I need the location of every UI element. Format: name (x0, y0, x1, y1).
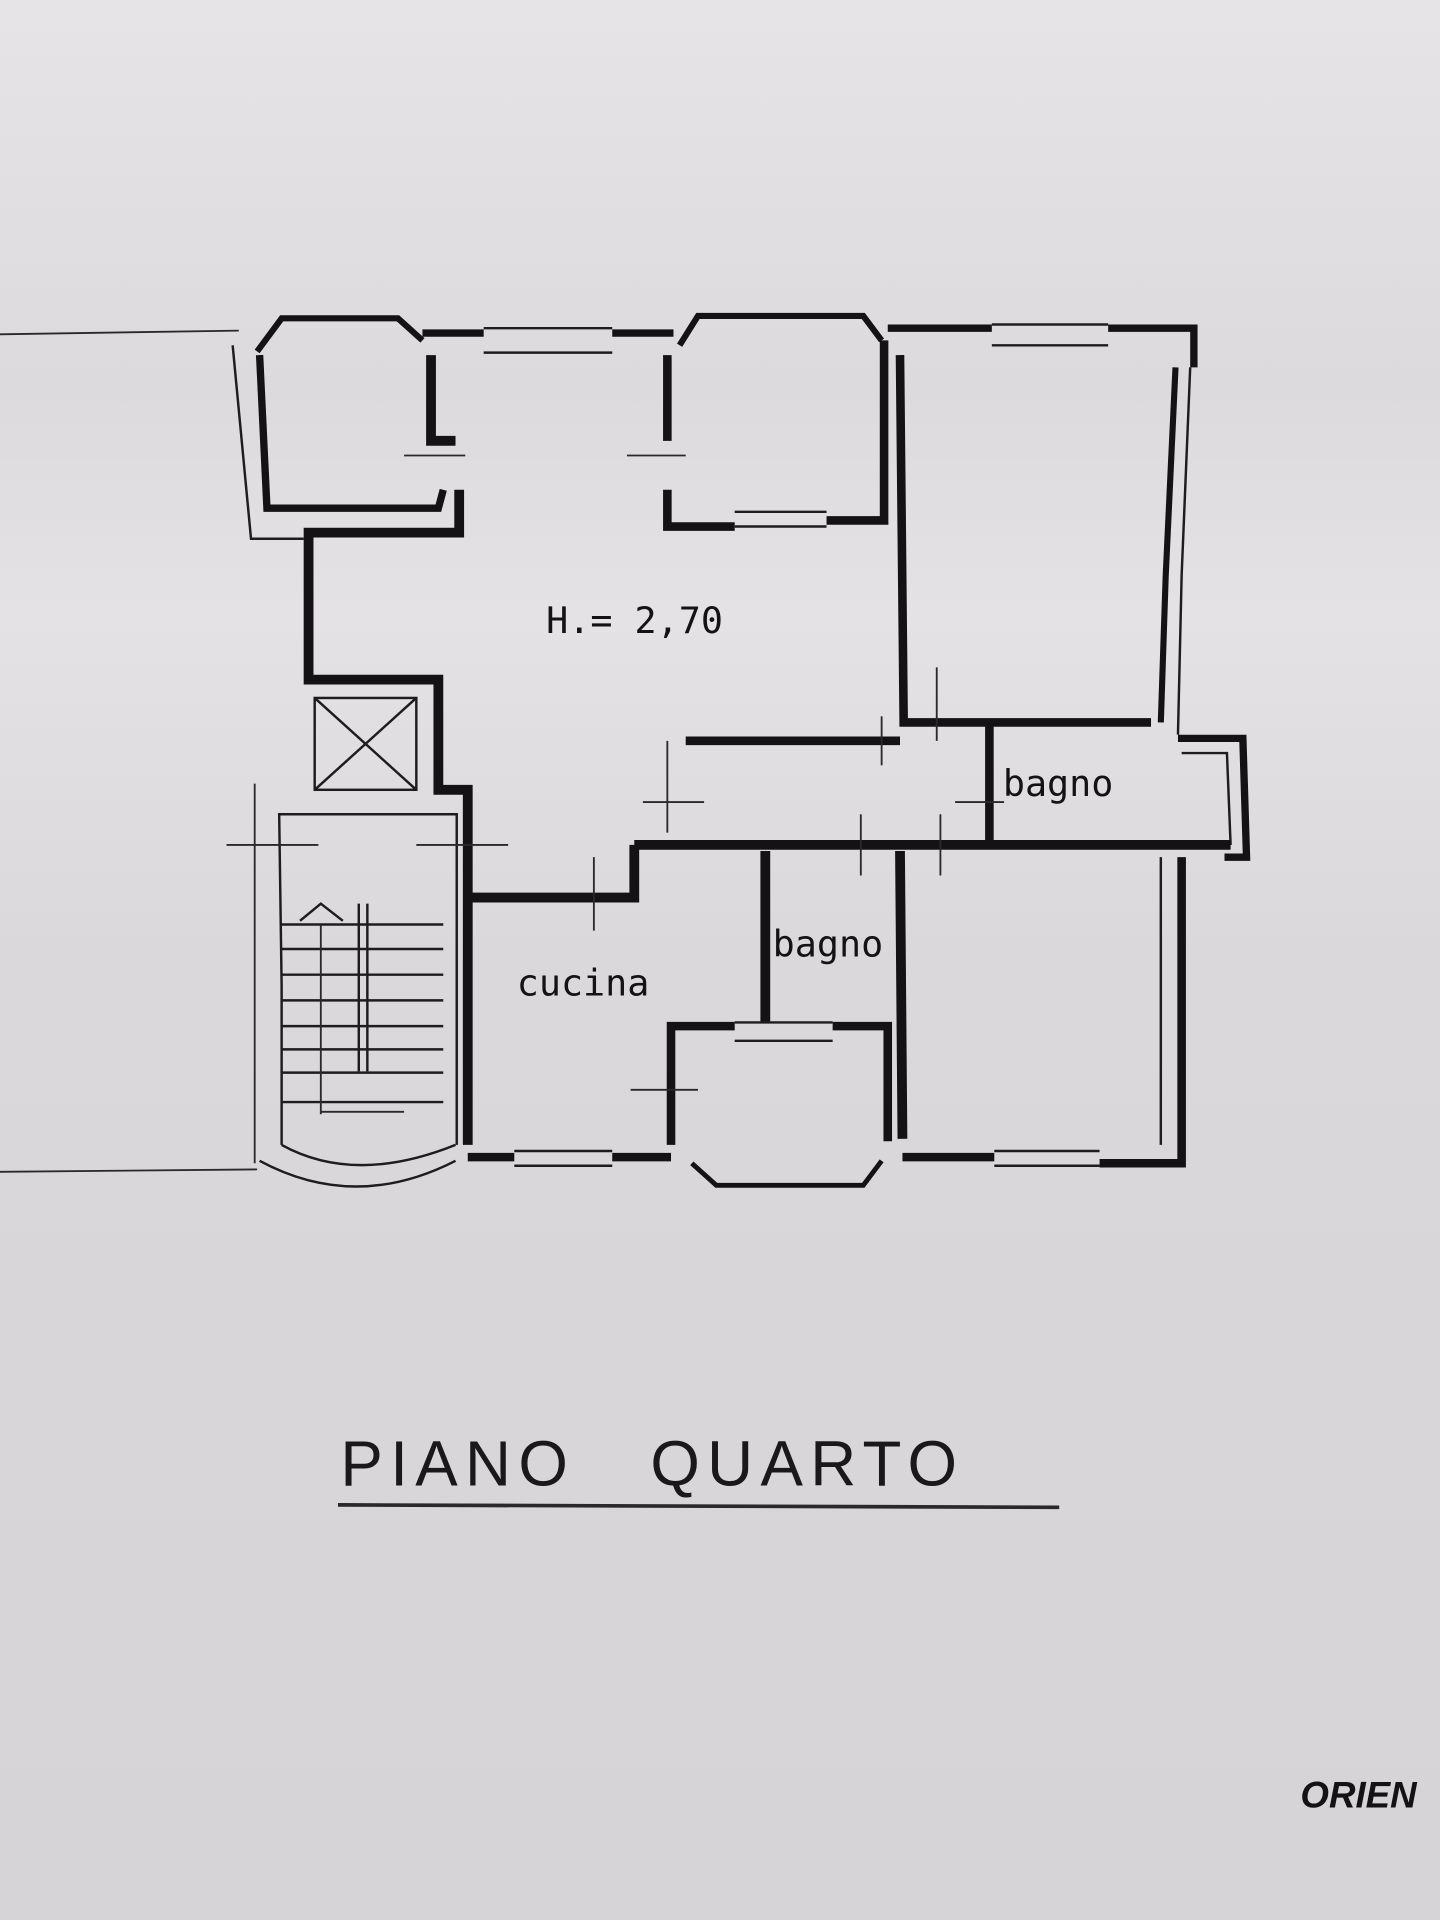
floor-title: PIANO QUARTO (340, 1428, 964, 1499)
stairwell (226, 696, 509, 1188)
orientation-label: ORIEN (1300, 1774, 1418, 1815)
ceiling-height-label: H.= 2,70 (546, 599, 723, 642)
room-label-bagno-right: bagno (1003, 762, 1114, 805)
title-underline (337, 1503, 1060, 1510)
room-labels: H.= 2,70 cucina bagno bagno (517, 599, 1114, 1004)
exterior-walls (231, 312, 1251, 1188)
dimension-ticks (404, 454, 1005, 1091)
drawing-title: PIANO QUARTO (337, 1428, 1060, 1510)
stair-direction-arrow-icon (299, 902, 344, 922)
reference-lines (0, 329, 258, 1173)
room-label-bagno-small: bagno (773, 922, 884, 965)
stair-treads (281, 902, 444, 1115)
room-label-cucina: cucina (517, 962, 650, 1005)
